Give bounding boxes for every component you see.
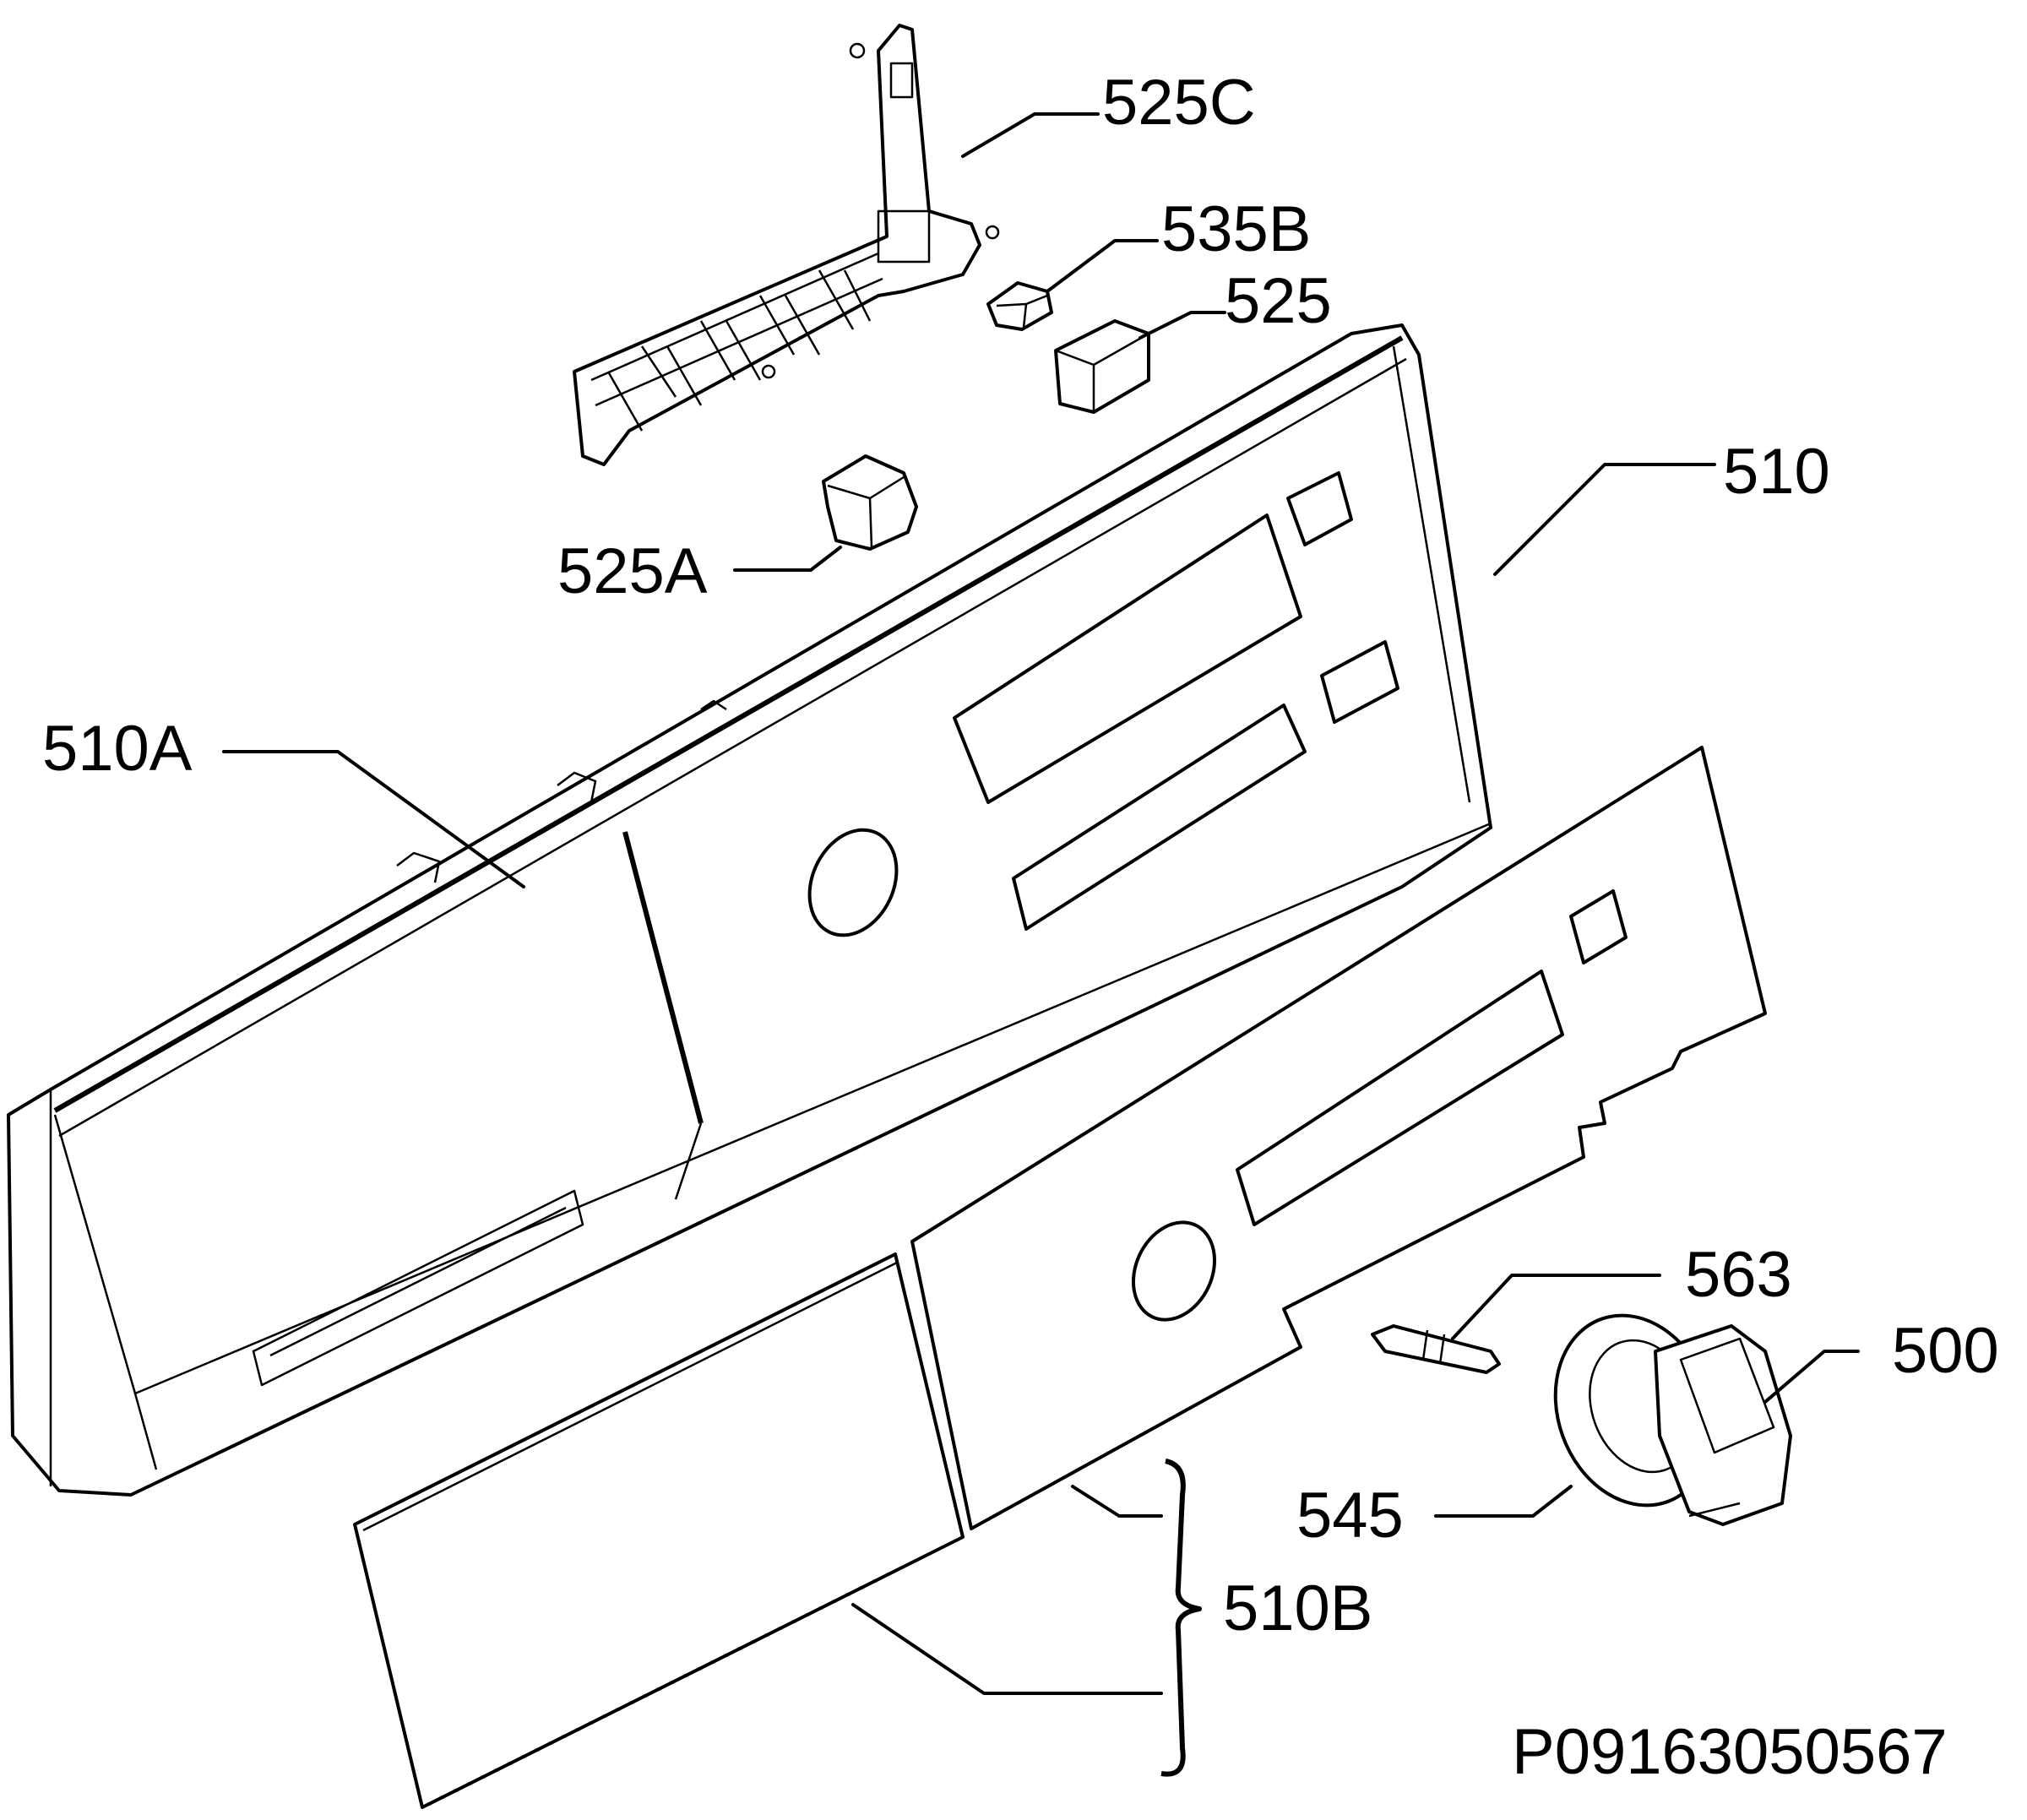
leader-563: [1451, 1274, 1661, 1340]
part-563-pin: [1371, 1324, 1501, 1374]
label-510B: 510B: [1223, 1573, 1373, 1644]
document-number: P09163050567: [1512, 1716, 1948, 1788]
label-500: 500: [1892, 1315, 1999, 1387]
part-510B-decor-foil-right: [910, 746, 1767, 1530]
part-500-knob: [1654, 1324, 1792, 1526]
leader-510: [1493, 463, 1716, 576]
leader-500: [1763, 1350, 1860, 1404]
part-510B-decor-foil-left: [353, 1252, 965, 1809]
part-535B-clip: [986, 281, 1053, 331]
leader-525A: [733, 546, 842, 572]
leader-lines: [222, 112, 1860, 1777]
part-525-button: [1054, 319, 1150, 414]
label-525: 525: [1225, 265, 1332, 337]
label-525C: 525C: [1102, 67, 1256, 139]
leader-545: [1434, 1485, 1573, 1518]
part-510-control-panel: [7, 323, 1492, 1497]
leader-510B-upper: [1071, 1485, 1163, 1518]
part-labels: 525C 535B 525 510 525A 510A 563 500 545 …: [42, 67, 1999, 1788]
label-510: 510: [1723, 436, 1830, 508]
leader-510A: [222, 750, 525, 888]
leader-535B: [1046, 239, 1159, 293]
part-525C-frame: [573, 24, 1000, 466]
label-563: 563: [1685, 1239, 1792, 1311]
leader-510B-lower: [851, 1603, 1163, 1695]
label-525A: 525A: [557, 535, 708, 607]
label-545: 545: [1296, 1480, 1404, 1551]
label-535B: 535B: [1161, 193, 1312, 265]
part-525A-button: [822, 454, 918, 551]
brace-510B: [1160, 1459, 1202, 1777]
label-510A: 510A: [42, 713, 193, 785]
leader-525: [1138, 311, 1226, 340]
leader-525C: [961, 112, 1100, 158]
